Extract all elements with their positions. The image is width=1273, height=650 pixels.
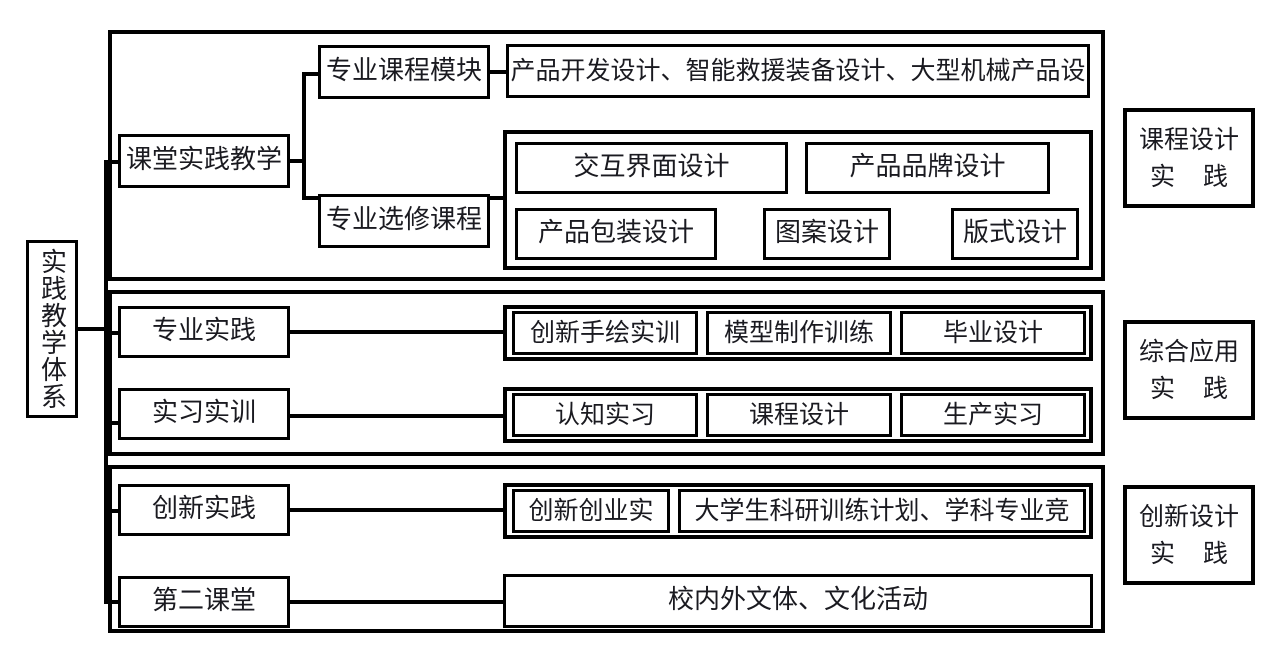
stage-label-line2: 实 践 (1150, 539, 1238, 568)
item-cognitive-internship: 认知实习 (512, 393, 698, 437)
connector-spine-stub-3 (104, 421, 122, 425)
item-model-making-training: 模型制作训练 (706, 311, 892, 355)
stage-label-comprehensive-application-practice: 综合应用 实 践 (1123, 320, 1255, 420)
band-frame-3 (108, 465, 1105, 633)
connector-cat1-bracket (302, 73, 306, 199)
stage-label-line1: 课程设计 (1138, 124, 1239, 154)
root-node-practice-teaching-system: 实践教学体系 (26, 240, 78, 418)
item-production-internship: 生产实习 (900, 393, 1086, 437)
connector-internship-training-to-items (289, 414, 504, 418)
connector-cat1-to-sub1 (302, 72, 320, 76)
connector-cat1-to-sub2 (302, 196, 320, 200)
stage-label-innovation-design-practice: 创新设计 实 践 (1123, 485, 1255, 585)
stage-label-line1: 综合应用 (1138, 336, 1239, 366)
connector-sub2-to-items (488, 196, 508, 200)
connector-spine-vertical (104, 162, 108, 604)
connector-professional-practice-to-items (289, 330, 504, 334)
category-innovation-practice: 创新实践 (118, 484, 290, 536)
subcategory-major-elective-course: 专业选修课程 (318, 194, 490, 248)
connector-root-to-spine (78, 327, 108, 331)
category-classroom-practice-teaching: 课堂实践教学 (118, 134, 290, 188)
connector-innovation-practice-to-items (289, 508, 504, 512)
item-innovation-entrepreneurship-practice: 创新创业实 (512, 489, 670, 533)
item-product-brand-design: 产品品牌设计 (805, 142, 1050, 194)
band-frame-2 (108, 290, 1105, 456)
item-graduation-design: 毕业设计 (900, 311, 1086, 355)
stage-label-line1: 创新设计 (1138, 501, 1239, 531)
item-product-packaging-design: 产品包装设计 (515, 208, 717, 260)
item-major-course-module-list: 产品开发设计、智能救援装备设计、大型机械产品设 (506, 44, 1090, 98)
connector-spine-stub-1 (104, 160, 122, 164)
item-campus-cultural-activities: 校内外文体、文化活动 (503, 574, 1093, 628)
item-interaction-interface-design: 交互界面设计 (515, 142, 788, 194)
category-professional-practice: 专业实践 (118, 306, 290, 358)
connector-sub1-to-items (488, 70, 508, 74)
stage-label-course-design-practice: 课程设计 实 践 (1123, 108, 1255, 208)
connector-second-classroom-to-items (289, 600, 504, 604)
connector-cat1-out (290, 159, 306, 163)
stage-label-line2: 实 践 (1150, 162, 1238, 191)
subcategory-major-course-module: 专业课程模块 (318, 45, 490, 99)
stage-label-line2: 实 践 (1150, 374, 1238, 403)
category-second-classroom: 第二课堂 (118, 576, 290, 628)
item-pattern-design: 图案设计 (763, 208, 891, 260)
item-innovative-sketching-training: 创新手绘实训 (512, 311, 698, 355)
item-course-design: 课程设计 (706, 393, 892, 437)
connector-spine-stub-5 (104, 600, 122, 604)
band-frame-1 (108, 30, 1105, 281)
item-student-research-training-competition: 大学生科研训练计划、学科专业竞 (678, 489, 1086, 533)
connector-spine-stub-2 (104, 331, 122, 335)
category-internship-training: 实习实训 (118, 388, 290, 440)
connector-spine-stub-4 (104, 509, 122, 513)
item-layout-design: 版式设计 (951, 208, 1079, 260)
